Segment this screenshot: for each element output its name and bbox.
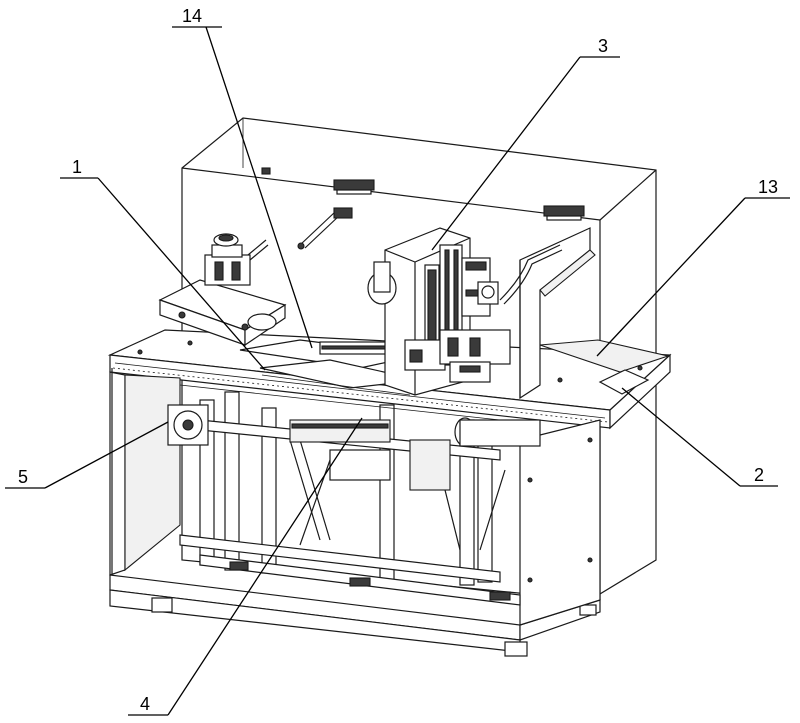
callout-label-1: 1 <box>72 157 82 177</box>
callout-label-14: 14 <box>182 6 202 26</box>
head-assembly <box>367 227 511 396</box>
guide-rails <box>179 339 501 421</box>
callout-label-5: 5 <box>18 467 28 487</box>
callout-label-13: 13 <box>758 177 778 197</box>
right-arm-bracket <box>499 227 596 400</box>
left-conveyor-unit <box>158 233 287 347</box>
callout-label-3: 3 <box>598 36 608 56</box>
callout-leaders <box>5 26 790 716</box>
callout-label-2: 2 <box>754 465 764 485</box>
lower-frame <box>109 368 601 657</box>
callout-label-4: 4 <box>140 694 150 714</box>
